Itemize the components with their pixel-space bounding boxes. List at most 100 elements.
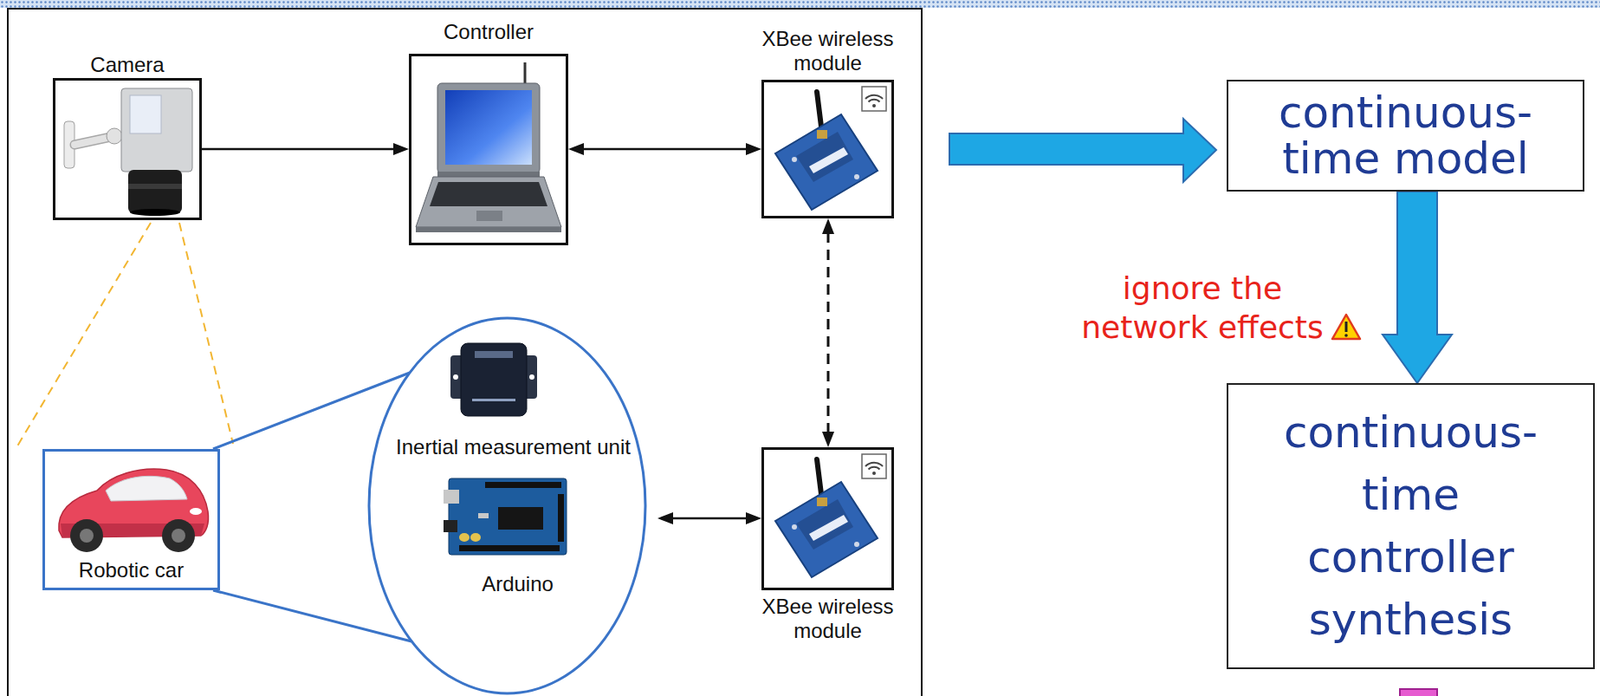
arduino-picture: [478, 512, 489, 519]
laptop-picture: [437, 83, 540, 174]
warning-icon: [1332, 314, 1361, 339]
laptop-picture: [476, 210, 503, 221]
node-label: Arduino: [377, 571, 658, 596]
model-box: continuous- time model: [1226, 79, 1585, 192]
robot-car-picture: [58, 468, 209, 552]
camera-picture: [74, 136, 111, 145]
xbee-module-icon: [775, 453, 887, 577]
robot-car-picture: [79, 528, 94, 543]
arrow-head: [393, 142, 409, 156]
arduino-picture: [498, 506, 544, 530]
imu-picture: [474, 350, 513, 358]
warning-icon: [1344, 333, 1348, 337]
laptop-picture: [445, 90, 532, 165]
node-label: Inertial measurement unit: [377, 434, 649, 460]
corner-marker: [1399, 688, 1438, 696]
warning-icon: [1330, 312, 1362, 341]
field-of-view-lines: [15, 222, 234, 449]
camera-box: Camera: [52, 77, 202, 221]
block-arrow: [1382, 191, 1452, 383]
camera-picture: [129, 95, 162, 134]
arduino-picture: [485, 481, 562, 488]
controller-box: Controller: [408, 53, 569, 246]
connector-line: [201, 148, 396, 151]
arduino-picture: [448, 478, 567, 555]
node-label: continuous- time controller synthesis: [1263, 401, 1559, 651]
robot-car-picture: [161, 518, 195, 552]
xbee-box: XBee wireless module: [761, 79, 894, 219]
xbee-box: XBee wireless module: [761, 446, 894, 590]
camera-picture: [74, 136, 111, 145]
node-label: Robotic car: [45, 557, 218, 583]
laptop-picture: [429, 181, 548, 207]
note-slot: ignore the network effects: [1072, 268, 1333, 347]
arduino-picture: [557, 493, 564, 542]
imu-picture: [450, 343, 538, 416]
node-label: XBee wireless module: [750, 26, 907, 76]
arduino-picture: [443, 489, 460, 504]
block-arrow: [949, 118, 1217, 182]
label-slot: Camera: [90, 52, 164, 78]
arduino-picture: [459, 532, 470, 542]
xbee-module-icon: [775, 86, 887, 210]
camera-picture: [128, 183, 182, 189]
arduino-part: Arduino: [377, 473, 658, 600]
connector-line: [582, 148, 748, 151]
laptop-picture: [415, 226, 562, 233]
imu-part: Inertial measurement unit: [377, 330, 649, 465]
arrow-head: [568, 142, 584, 156]
arduino-picture: [470, 532, 481, 542]
arduino-picture: [459, 544, 560, 551]
node-label: continuous- time model: [1258, 90, 1554, 182]
robot-car-picture: [105, 475, 188, 501]
imu-picture: [460, 343, 527, 416]
arrow-head: [745, 142, 762, 156]
connector-line: [827, 232, 830, 434]
node-label: Controller: [443, 19, 534, 45]
zoom-callout: [213, 589, 412, 642]
zoom-callout: [369, 317, 646, 694]
node-label: XBee wireless module: [750, 594, 907, 643]
arrow-head: [822, 431, 835, 447]
synthesis-box: continuous- time controller synthesis: [1226, 382, 1595, 669]
arrow-head: [822, 218, 835, 234]
label-slot: XBee wireless module: [750, 26, 907, 76]
connector-arrow: [568, 142, 762, 156]
label-slot: Controller: [443, 19, 534, 45]
warning-icon: [1344, 321, 1348, 332]
robot-car-picture: [70, 518, 104, 552]
arrow-head: [657, 511, 674, 525]
label-slot: Arduino: [377, 571, 658, 596]
node-label: Camera: [90, 52, 164, 78]
camera-picture: [129, 208, 181, 216]
label-slot: Inertial measurement unit: [377, 434, 649, 460]
robot-car-picture: [171, 528, 186, 543]
imu-picture: [529, 374, 535, 380]
arduino-picture: [443, 519, 458, 532]
robot-car-box: Robotic car: [42, 448, 221, 590]
label-slot: XBee wireless module: [750, 594, 907, 643]
arduino-picture: [443, 478, 567, 555]
camera-picture: [128, 169, 182, 214]
field-of-view-lines: [179, 222, 234, 444]
camera-picture: [64, 88, 193, 216]
robot-car-picture: [189, 507, 202, 515]
laptop-picture: [437, 171, 540, 177]
note-text: ignore the network effects: [1072, 268, 1333, 347]
camera-picture: [121, 88, 193, 172]
field-of-view-lines: [15, 222, 151, 449]
connector-arrow: [201, 142, 409, 156]
laptop-picture: [415, 62, 562, 233]
camera-picture: [106, 128, 123, 144]
zoom-callout: [213, 317, 646, 694]
label-slot: Robotic car: [45, 557, 218, 583]
connector-arrow: [657, 511, 762, 525]
top-band: [0, 0, 1600, 8]
connector-arrow: [1382, 191, 1452, 383]
imu-picture: [472, 398, 516, 402]
system-frame: [7, 8, 922, 696]
connector-line: [671, 517, 748, 520]
arrow-head: [745, 511, 762, 525]
